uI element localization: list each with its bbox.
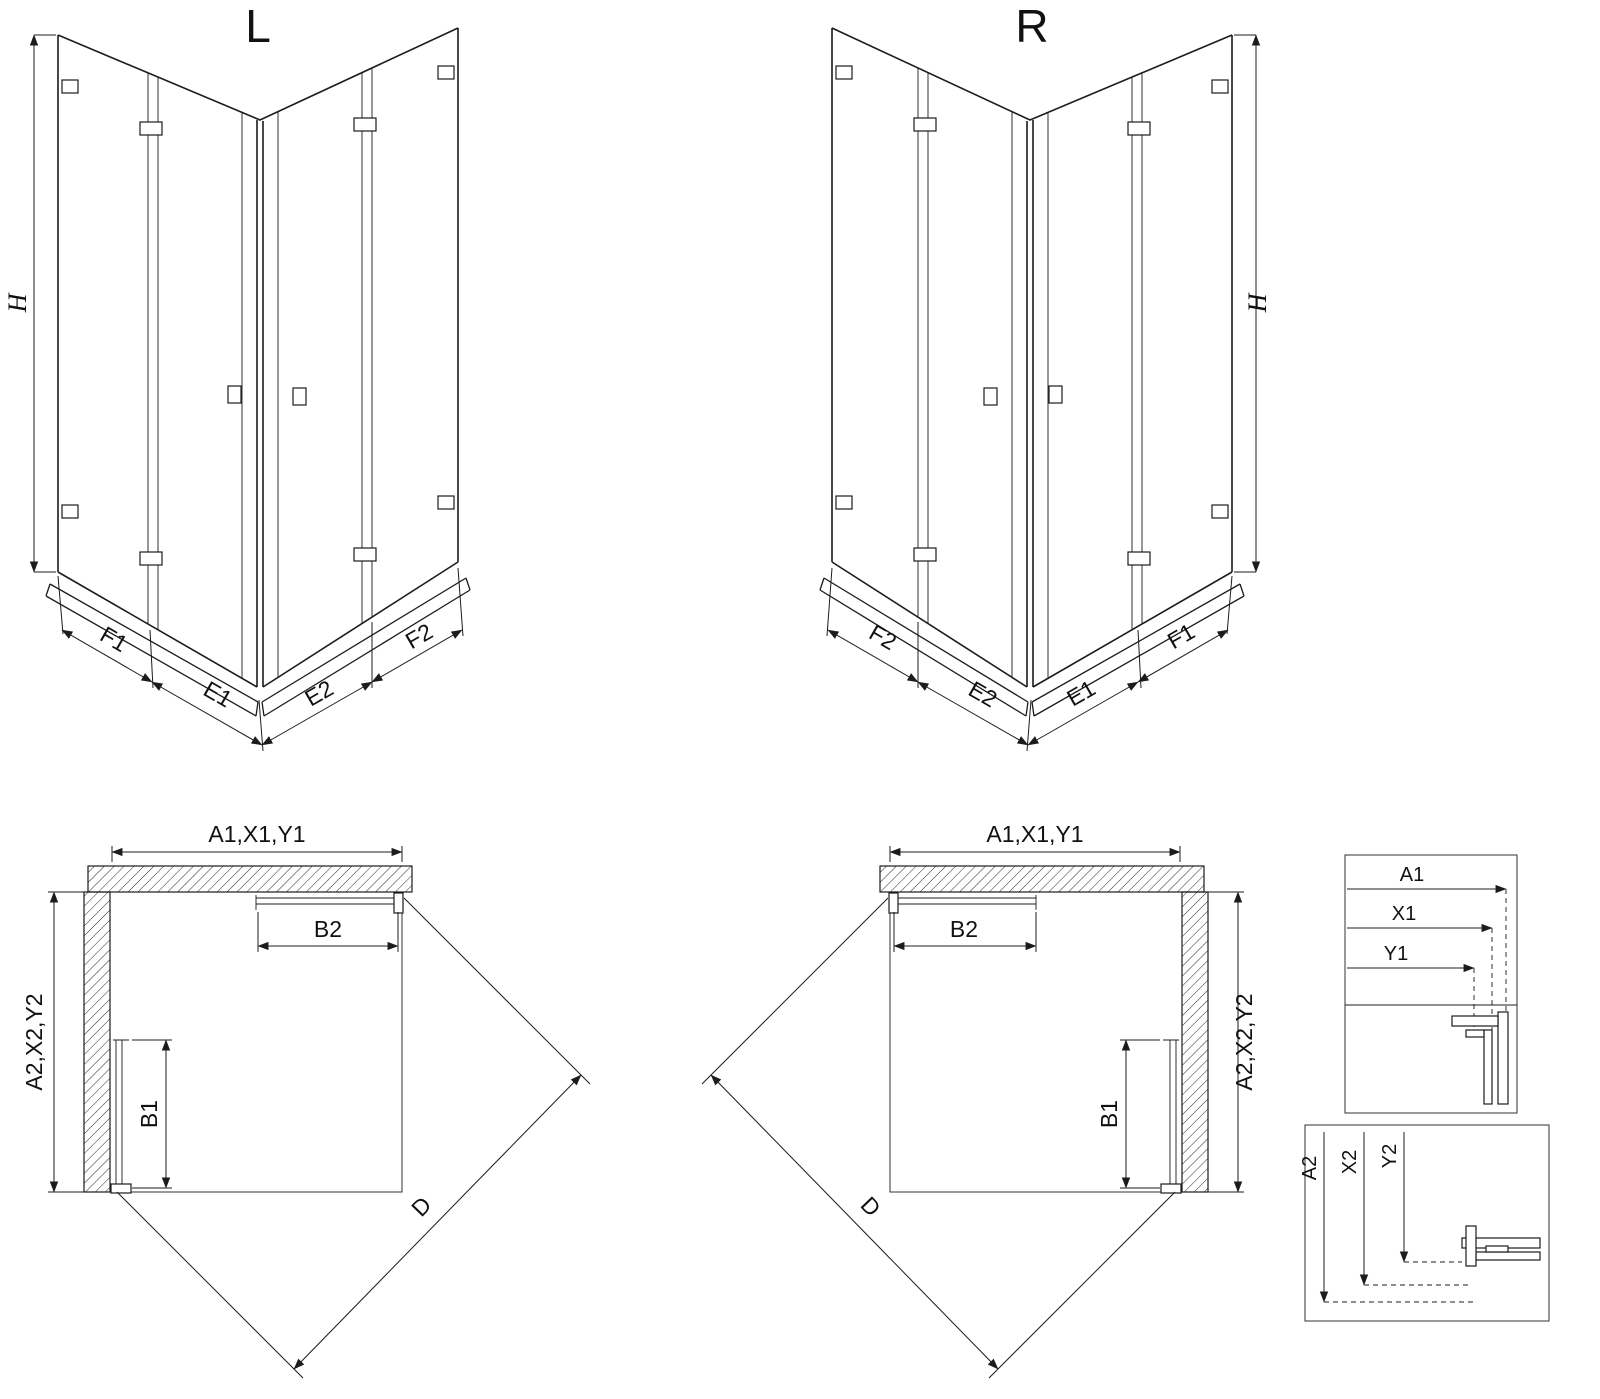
hinge-icon	[913, 547, 937, 562]
wall-top	[879, 865, 1205, 893]
dim-label-h: H	[3, 292, 32, 313]
detail-label-y1: Y1	[1384, 943, 1408, 965]
profile-section	[1451, 1015, 1499, 1027]
wall-right	[1181, 891, 1209, 1193]
dim-label-f2: F2	[401, 618, 437, 654]
dim-label-d: D	[856, 1191, 886, 1221]
plan-view-left: A1,X1,Y1 B2 B1 A2,X2,Y2 D	[21, 821, 591, 1379]
hinge-icon	[139, 551, 163, 566]
pivot-bracket-icon	[888, 892, 899, 914]
dim-label-b2: B2	[314, 916, 342, 942]
detail-label-a2: A2	[1299, 1156, 1321, 1180]
door-handle-icon	[1048, 385, 1063, 404]
detail-label-y2: Y2	[1379, 1144, 1401, 1168]
detail-label-x1: X1	[1392, 903, 1416, 925]
profile-section	[1497, 1011, 1509, 1105]
pivot-bracket-icon	[393, 892, 404, 914]
hinge-icon	[1127, 121, 1151, 136]
dim-label-f1: F1	[96, 621, 132, 657]
dim-label-a1x1y1: A1,X1,Y1	[208, 821, 305, 847]
dim-label-f1: F1	[1163, 618, 1199, 654]
dim-label-e1: E1	[199, 676, 236, 713]
pivot-bracket-icon	[1160, 1183, 1182, 1194]
hinge-icon	[61, 79, 79, 94]
iso-view-right: R H F2 E2 E1 F1	[819, 0, 1272, 752]
dim-label-h: H	[1243, 292, 1272, 313]
variant-label-right: R	[1015, 0, 1048, 52]
profile-section	[1475, 1251, 1541, 1261]
detail-view-bottom: A2 X2 Y2	[1299, 1124, 1550, 1322]
dim-label-a2x2y2: A2,X2,Y2	[21, 993, 47, 1090]
dim-label-a2x2y2: A2,X2,Y2	[1231, 993, 1257, 1090]
wall-top	[87, 865, 413, 893]
dim-label-f2: F2	[865, 619, 901, 655]
hinge-icon	[437, 495, 455, 510]
variant-label-left: L	[245, 0, 271, 52]
dim-label-b1: B1	[136, 1100, 162, 1128]
iso-view-left: L H F1 E1 E2 F2	[3, 0, 471, 752]
profile-section	[1485, 1245, 1509, 1253]
dim-label-a1x1y1: A1,X1,Y1	[986, 821, 1083, 847]
hinge-icon	[835, 65, 853, 80]
hinge-icon	[353, 117, 377, 132]
hinge-icon	[835, 495, 853, 510]
wall-left	[83, 891, 111, 1193]
profile-section	[1465, 1225, 1477, 1267]
hinge-icon	[1211, 504, 1229, 519]
hinge-icon	[353, 547, 377, 562]
dim-label-b1: B1	[1096, 1100, 1122, 1128]
profile-section	[1465, 1029, 1485, 1038]
door-handle-icon	[292, 387, 307, 406]
dim-label-d: D	[406, 1191, 436, 1221]
pivot-bracket-icon	[110, 1183, 132, 1194]
dim-label-e2: E2	[300, 675, 337, 712]
plan-view-right: A1,X1,Y1 B2 B1 A2,X2,Y2 D	[701, 821, 1257, 1379]
hinge-icon	[437, 65, 455, 80]
detail-label-x2: X2	[1339, 1150, 1361, 1174]
detail-view-top: A1 X1 Y1	[1344, 854, 1518, 1114]
door-handle-icon	[983, 387, 998, 406]
hinge-icon	[61, 504, 79, 519]
door-handle-icon	[227, 385, 242, 404]
profile-section	[1483, 1029, 1493, 1105]
hinge-icon	[139, 121, 163, 136]
dim-label-b2: B2	[950, 916, 978, 942]
dim-label-e1: E1	[1062, 675, 1099, 712]
detail-label-a1: A1	[1400, 864, 1424, 886]
hinge-icon	[913, 117, 937, 132]
hinge-icon	[1127, 551, 1151, 566]
hinge-icon	[1211, 79, 1229, 94]
